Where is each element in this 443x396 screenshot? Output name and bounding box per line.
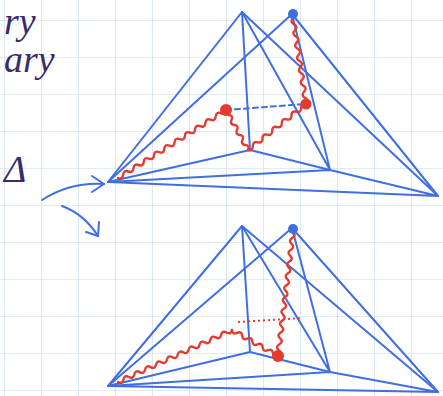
arrow-line <box>62 206 98 236</box>
dotted-line <box>238 318 302 322</box>
vertex-dot <box>220 104 232 116</box>
arrow-head <box>86 222 99 236</box>
wavy-line <box>118 330 232 383</box>
apex-dot <box>288 9 298 19</box>
wavy-line <box>248 104 306 150</box>
wavy-line <box>291 18 307 104</box>
tetrahedron-bottom <box>108 226 438 392</box>
dots <box>220 9 312 362</box>
vertex-dot <box>272 350 284 362</box>
handwritten-note: Δ <box>4 150 26 188</box>
handwritten-note: ry <box>4 2 36 40</box>
arrow-head <box>92 176 104 192</box>
wavy-line <box>277 232 295 356</box>
wilson-lines <box>118 18 308 383</box>
apex-dot <box>288 224 298 234</box>
wavy-line <box>225 110 248 150</box>
wavy-line <box>118 110 226 178</box>
arrow-line <box>42 184 104 200</box>
tetrahedron-top <box>108 12 438 196</box>
wavy-line <box>232 330 278 357</box>
arrows <box>42 176 104 236</box>
handwritten-note: ary <box>4 40 55 78</box>
vertex-dot <box>301 99 312 110</box>
